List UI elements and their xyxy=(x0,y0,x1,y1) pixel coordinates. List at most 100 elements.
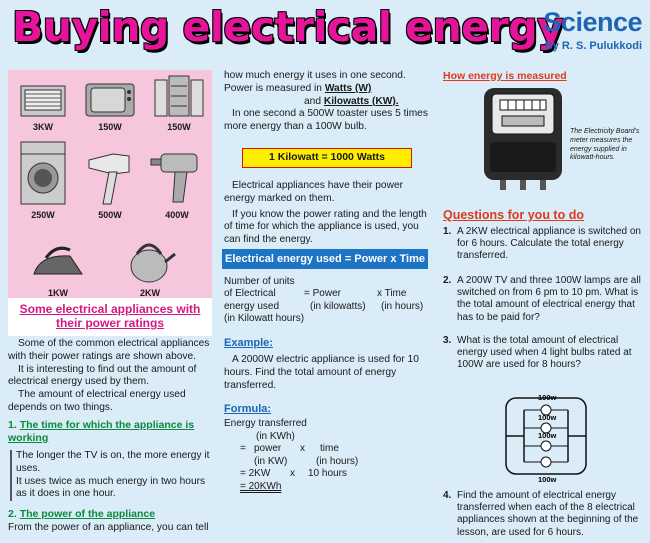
appliance-power-label: 400W xyxy=(165,210,189,220)
units-text: (in kilowatts) xyxy=(310,300,366,312)
meter-caption: The Electricity Board's meter measures t… xyxy=(570,128,640,162)
drill-icon xyxy=(150,153,198,203)
units-text: of Electrical xyxy=(224,288,276,300)
unit-kilowatts: Kilowatts (KW). xyxy=(323,95,399,107)
appliance-power-label: 1KW xyxy=(48,288,68,298)
washing-machine-icon xyxy=(20,141,66,205)
lamp-label: 100w xyxy=(538,475,557,484)
text-line: how much energy it uses in one second. xyxy=(224,70,406,81)
appliance-air-conditioner: 3KW xyxy=(14,80,72,133)
section-1-text: The longer the TV is on, the more energy… xyxy=(16,450,210,474)
brand-name: Science xyxy=(543,7,642,37)
lamp-4: 100w xyxy=(524,456,568,484)
formula-text: Energy transferred xyxy=(224,418,307,429)
continued-text: how much energy it uses in one second. P… xyxy=(224,70,434,134)
brand-block: Science By R. S. Pulukkodi xyxy=(532,6,642,54)
units-text: (in Kilowatt hours) xyxy=(224,312,305,324)
formula-text: x xyxy=(290,468,295,479)
section-1-body: The longer the TV is on, the more energy… xyxy=(10,450,218,501)
formula-text: power xyxy=(254,443,282,454)
appliance-music-system: 150W xyxy=(150,74,208,133)
section-1-text: It uses twice as much energy in two hour… xyxy=(16,475,206,500)
appliance-electric-kettle: 2KW xyxy=(120,232,180,299)
formula-heading: Formula: xyxy=(224,403,272,415)
lamp-label: 100w xyxy=(538,413,557,422)
lamp-2: 100w xyxy=(524,413,568,434)
example-heading: Example: xyxy=(224,337,273,349)
lamp-3: 100w xyxy=(524,431,568,452)
units-text: energy used xyxy=(224,300,280,312)
iron-icon xyxy=(33,246,83,275)
formula-text: (in KW) xyxy=(254,455,288,467)
formula-answer: = 20KWh xyxy=(240,480,282,492)
appliance-iron: 1KW xyxy=(28,238,88,299)
question-number: 1. xyxy=(443,226,452,237)
units-text: = Power xyxy=(304,288,341,300)
lamp-1: 100w xyxy=(524,393,568,416)
energy-equation-box: Electrical energy used = Power x Time xyxy=(222,249,428,269)
unit-watts: Watts (W) xyxy=(324,82,372,94)
appliance-panel: 3KW 150W 150W 250W 500 xyxy=(8,70,212,298)
page-title: Buying electrical energy xyxy=(12,3,564,51)
question-1: 1. A 2KW electrical appliance is switche… xyxy=(443,226,643,263)
intro-paragraph: The amount of electrical energy used dep… xyxy=(8,389,186,413)
measure-heading: How energy is measured xyxy=(443,70,567,82)
appliance-caption: Some electrical appliances with their po… xyxy=(19,302,201,331)
section-2-heading: 2. The power of the appliance xyxy=(8,508,218,521)
text-fragment: and xyxy=(304,95,321,107)
section-2-text: From the power of an appliance, you can … xyxy=(8,522,209,533)
formula-text: (in hours) xyxy=(316,455,359,467)
question-text: What is the total amount of electrical e… xyxy=(457,335,632,371)
appliance-washing-machine: 250W xyxy=(14,140,72,221)
electricity-meter xyxy=(480,84,566,197)
section-1-heading: 1. The time for which the appliance is w… xyxy=(8,419,218,445)
air-conditioner-icon xyxy=(20,85,66,117)
lamp-label: 100w xyxy=(538,393,557,402)
circuit-icon: 100w 100w 100w 100w xyxy=(505,393,587,484)
lamp-label: 100w xyxy=(538,431,557,440)
parallel-circuit-diagram: 100w 100w 100w 100w xyxy=(498,384,594,493)
units-text: (in hours) xyxy=(381,300,424,312)
formula-text: = xyxy=(240,443,246,454)
caption-background xyxy=(8,298,212,336)
toaster-example: In one second a 500W toaster uses 5 time… xyxy=(224,108,428,132)
electricity-meter-icon xyxy=(484,88,562,190)
question-2: 2. A 200W TV and three 100W lamps are al… xyxy=(443,275,643,324)
question-text: A 200W TV and three 100W lamps are all s… xyxy=(457,275,641,323)
units-text: Number of units xyxy=(224,276,295,287)
appliance-power-label: 3KW xyxy=(33,122,53,132)
question-text: A 2KW electrical appliance is switched o… xyxy=(457,226,641,262)
example-body: A 2000W electric appliance is used for 1… xyxy=(224,354,419,391)
section-title: The power of the appliance xyxy=(19,508,156,520)
units-text: x Time xyxy=(377,288,407,300)
formula-text: 10 hours xyxy=(308,468,347,479)
question-4: 4. Find the amount of electrical energy … xyxy=(443,490,643,539)
section-title: The time for which the appliance is work… xyxy=(8,419,195,445)
paragraph: Electrical appliances have their power e… xyxy=(224,180,404,204)
power-rating-text: Electrical appliances have their power e… xyxy=(224,180,434,247)
music-system-icon xyxy=(154,75,204,117)
questions-heading: Questions for you to do xyxy=(443,208,584,222)
section-number: 2. xyxy=(8,508,17,520)
appliance-power-label: 2KW xyxy=(140,288,160,298)
units-definition: Number of units of Electrical = Power x … xyxy=(224,276,434,325)
intro-paragraph: It is interesting to find out the amount… xyxy=(8,363,197,388)
text-line: and Kilowatts (KW). xyxy=(224,96,434,109)
question-text: Find the amount of electrical energy tra… xyxy=(457,490,639,538)
intro-paragraph: Some of the common electrical appliances… xyxy=(8,338,210,362)
hair-dryer-icon xyxy=(88,153,130,205)
kettle-icon xyxy=(130,243,176,283)
question-3: 3. What is the total amount of electrica… xyxy=(443,335,643,372)
appliance-power-label: 500W xyxy=(98,210,122,220)
appliance-television: 150W xyxy=(80,80,140,133)
key-fact-box: 1 Kilowatt = 1000 Watts xyxy=(242,148,412,168)
question-number: 3. xyxy=(443,335,452,346)
formula-text: time xyxy=(320,443,339,454)
question-number: 4. xyxy=(443,490,452,501)
appliance-power-label: 250W xyxy=(31,210,55,220)
appliance-electric-drill: 400W xyxy=(146,146,208,221)
text-fragment: Power is measured in xyxy=(224,82,322,94)
television-icon xyxy=(85,83,135,117)
formula-block: Energy transferred (in KWh) = power x ti… xyxy=(224,418,424,493)
formula-text: = 2KW xyxy=(240,468,271,479)
